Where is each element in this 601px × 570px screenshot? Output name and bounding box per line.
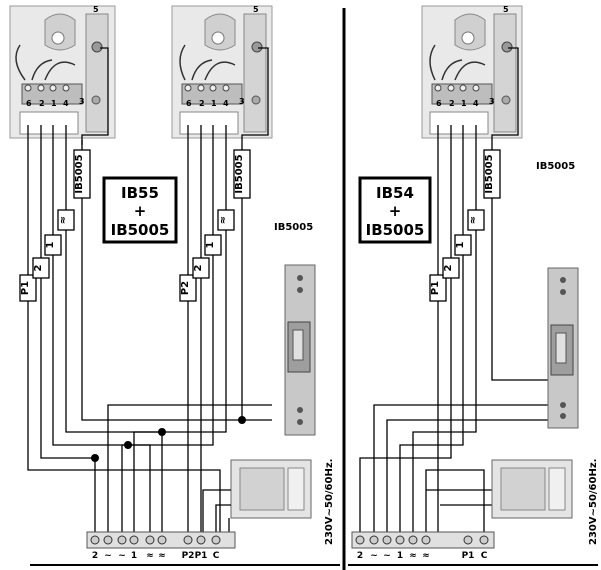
unit2-terminal-4: 4 bbox=[223, 99, 229, 108]
unit3-terminal-5: 5 bbox=[503, 5, 509, 14]
unit3-terminal-1: 1 bbox=[461, 99, 467, 108]
svg-text:1: 1 bbox=[397, 551, 403, 561]
svg-text:≈: ≈ bbox=[422, 551, 430, 561]
svg-text:IB5005: IB5005 bbox=[74, 154, 85, 193]
svg-text:P1: P1 bbox=[20, 281, 31, 295]
door-unit-1: 6 2 1 4 3 5 bbox=[9, 5, 116, 139]
unit2-terminal-1: 1 bbox=[211, 99, 217, 108]
unit3-terminal-6: 6 bbox=[436, 99, 442, 108]
svg-text:≈: ≈ bbox=[409, 551, 417, 561]
svg-text:P1: P1 bbox=[430, 281, 441, 295]
unit3-tag-1: 1 bbox=[454, 234, 472, 256]
svg-text:≈: ≈ bbox=[158, 551, 166, 561]
unit2-terminal-2: 2 bbox=[199, 99, 205, 108]
unit1-terminal-4: 4 bbox=[63, 99, 69, 108]
svg-text:1: 1 bbox=[455, 241, 466, 248]
transformer-right bbox=[491, 459, 573, 519]
unit1-terminal-5: 5 bbox=[93, 5, 99, 14]
unit1-tag-2: 2 bbox=[32, 257, 50, 279]
unit2-terminal-6: 6 bbox=[186, 99, 192, 108]
unit3-terminal-3: 3 bbox=[489, 97, 495, 106]
svg-text:2: 2 bbox=[33, 264, 44, 271]
title-box-ib54: IB54 + IB5005 bbox=[358, 176, 432, 244]
module-label-right: IB5005 bbox=[536, 161, 575, 172]
title-box-line2: IB5005 bbox=[111, 221, 170, 239]
svg-text:1: 1 bbox=[131, 551, 137, 561]
svg-text:2: 2 bbox=[357, 551, 363, 561]
unit1-wires bbox=[27, 47, 272, 540]
unit2-tag-2: 2 bbox=[192, 257, 210, 279]
unit1-tag-p1: P1 bbox=[19, 274, 37, 302]
unit3-tag-ib5005: IB5005 bbox=[483, 149, 501, 199]
terminal-labels-right: 2 ~ ~ 1 ≈ ≈ P1 C bbox=[357, 551, 488, 561]
module-label-left: IB5005 bbox=[274, 222, 313, 233]
unit2-terminal-3: 3 bbox=[239, 97, 245, 106]
svg-text:C: C bbox=[481, 551, 488, 561]
unit3-terminal-4: 4 bbox=[473, 99, 479, 108]
unit3-tag-approx: ≈ bbox=[467, 209, 485, 231]
title-box-ib55: IB55 + IB5005 bbox=[102, 176, 178, 244]
unit2-wires bbox=[107, 47, 272, 540]
unit1-tag-ib5005: IB5005 bbox=[73, 149, 91, 199]
unit3-terminal-2: 2 bbox=[449, 99, 455, 108]
unit1-terminal-1: 1 bbox=[51, 99, 57, 108]
title-box-plus: + bbox=[134, 202, 147, 220]
unit3-tag-2: 2 bbox=[442, 257, 460, 279]
svg-text:IB5005: IB5005 bbox=[484, 154, 495, 193]
voltage-label-right: 230V~50/60Hz. bbox=[588, 459, 599, 545]
svg-text:2: 2 bbox=[193, 264, 204, 271]
svg-text:2: 2 bbox=[443, 264, 454, 271]
electric-lock-right bbox=[547, 267, 579, 429]
unit1-terminal-2: 2 bbox=[39, 99, 45, 108]
terminal-labels-left: 2 ~ ~ 1 ≈ ≈ P2 P1 C bbox=[92, 551, 220, 561]
svg-text:1: 1 bbox=[205, 241, 216, 248]
svg-text:P2: P2 bbox=[180, 281, 191, 295]
svg-text:≈: ≈ bbox=[218, 216, 229, 224]
svg-text:~: ~ bbox=[118, 551, 126, 561]
svg-text:P1: P1 bbox=[462, 551, 475, 561]
door-unit-3: 6 2 1 4 3 5 bbox=[421, 5, 523, 139]
svg-text:IB5005: IB5005 bbox=[234, 154, 245, 193]
unit2-tag-1: 1 bbox=[204, 234, 222, 256]
svg-text:~: ~ bbox=[104, 551, 112, 561]
voltage-label-left: 230V~50/60Hz. bbox=[324, 459, 335, 545]
transformer-left bbox=[230, 459, 312, 519]
svg-text:P2: P2 bbox=[182, 551, 195, 561]
unit1-terminal-3: 3 bbox=[79, 97, 85, 106]
unit3-wires bbox=[359, 47, 560, 540]
svg-text:C: C bbox=[213, 551, 220, 561]
title-box-line1: IB55 bbox=[121, 184, 159, 202]
terminal-block-right bbox=[351, 531, 495, 549]
svg-text:1: 1 bbox=[45, 241, 56, 248]
title-box-plus: + bbox=[389, 202, 402, 220]
title-box-line2: IB5005 bbox=[366, 221, 425, 239]
unit2-tag-p2: P2 bbox=[179, 274, 197, 302]
unit3-tag-p1: P1 bbox=[429, 274, 447, 302]
electric-lock-left bbox=[284, 264, 316, 436]
terminal-block-left bbox=[86, 531, 236, 549]
svg-text:~: ~ bbox=[383, 551, 391, 561]
unit1-tag-1: 1 bbox=[44, 234, 62, 256]
junction-dots-left bbox=[91, 416, 246, 462]
svg-text:≈: ≈ bbox=[58, 216, 69, 224]
svg-text:≈: ≈ bbox=[468, 216, 479, 224]
door-unit-2: 6 2 1 4 3 5 bbox=[171, 5, 273, 139]
svg-text:~: ~ bbox=[370, 551, 378, 561]
svg-text:≈: ≈ bbox=[146, 551, 154, 561]
unit1-tag-approx: ≈ bbox=[57, 209, 75, 231]
unit2-tag-approx: ≈ bbox=[217, 209, 235, 231]
unit1-terminal-6: 6 bbox=[26, 99, 32, 108]
unit2-tag-ib5005: IB5005 bbox=[233, 149, 251, 199]
unit2-terminal-5: 5 bbox=[253, 5, 259, 14]
title-box-line1: IB54 bbox=[376, 184, 414, 202]
svg-text:2: 2 bbox=[92, 551, 98, 561]
svg-text:P1: P1 bbox=[195, 551, 208, 561]
